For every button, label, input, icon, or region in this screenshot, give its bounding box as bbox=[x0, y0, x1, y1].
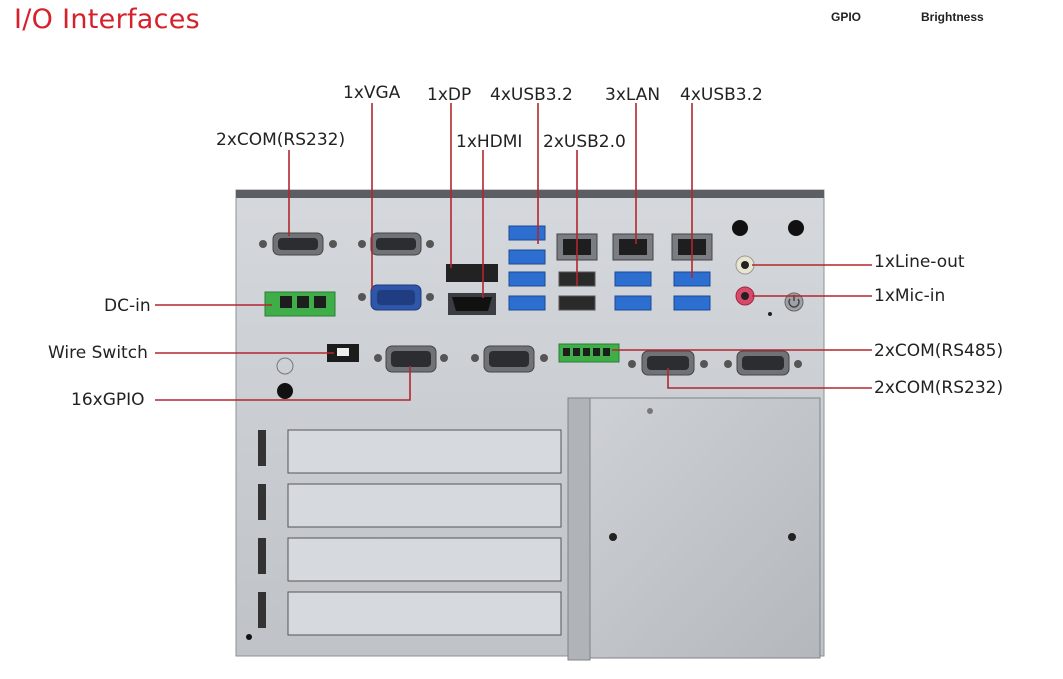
hdmi-port bbox=[448, 293, 496, 315]
label-com-rs232-top: 2xCOM(RS232) bbox=[216, 130, 345, 150]
label-com-rs232-bottom: 2xCOM(RS232) bbox=[874, 378, 1003, 398]
label-vga: 1xVGA bbox=[343, 83, 400, 103]
side-mounting-plate bbox=[568, 398, 820, 660]
lan-port-2 bbox=[613, 234, 653, 260]
label-lan: 3xLAN bbox=[605, 85, 660, 105]
label-mic-in: 1xMic-in bbox=[874, 286, 945, 306]
label-usb32-top: 4xUSB3.2 bbox=[490, 85, 573, 105]
rs485-terminal bbox=[559, 344, 619, 362]
label-com-rs485: 2xCOM(RS485) bbox=[874, 341, 1003, 361]
ground-hole bbox=[277, 383, 293, 399]
label-wire-switch: Wire Switch bbox=[48, 343, 148, 363]
label-usb32-right: 4xUSB3.2 bbox=[680, 85, 763, 105]
label-gpio: 16xGPIO bbox=[71, 390, 145, 410]
mic-in-jack bbox=[736, 287, 754, 305]
label-usb20: 2xUSB2.0 bbox=[543, 132, 626, 152]
label-line-out: 1xLine-out bbox=[874, 252, 965, 272]
dc-in-terminal bbox=[265, 292, 335, 316]
chassis-top-edge bbox=[236, 190, 824, 198]
line-out-jack bbox=[736, 256, 754, 274]
label-dc-in: DC-in bbox=[104, 296, 151, 316]
label-dp: 1xDP bbox=[427, 85, 471, 105]
label-hdmi: 1xHDMI bbox=[456, 132, 522, 152]
antenna-hole-1 bbox=[732, 220, 748, 236]
led-indicator bbox=[768, 312, 772, 316]
dp-port bbox=[446, 264, 498, 282]
antenna-hole-2 bbox=[788, 220, 804, 236]
